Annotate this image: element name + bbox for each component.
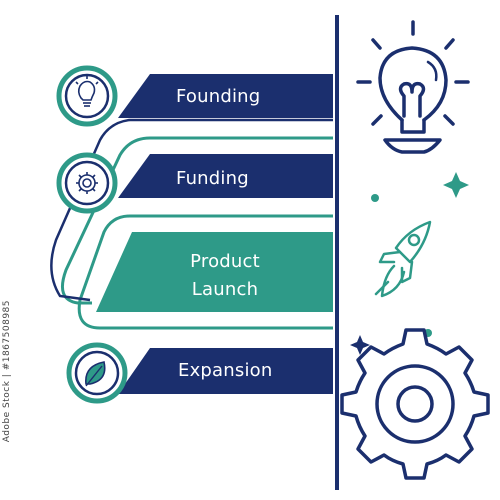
rocket-icon (374, 220, 432, 298)
dot (371, 194, 379, 202)
leaf-icon (85, 361, 106, 387)
funding-bar (118, 154, 333, 198)
sparkle-icon (443, 172, 469, 198)
lightbulb-icon (356, 20, 470, 154)
founding-label: Founding (176, 86, 261, 107)
stock-id: Adobe Stock | #1867508985 (2, 300, 12, 443)
gear-icon (76, 172, 98, 194)
sparkle-icon (350, 335, 370, 355)
founding-bar (118, 74, 333, 118)
expansion-label: Expansion (178, 360, 273, 381)
large-gear-icon (340, 328, 490, 480)
product-launch-line1: Product (190, 251, 260, 272)
launch-outline (77, 214, 333, 330)
product-launch-bar (96, 232, 333, 312)
bulb-icon (75, 76, 99, 107)
product-launch-label: Product Launch (170, 248, 280, 304)
expansion-bar (118, 348, 333, 394)
product-launch-line2: Launch (191, 279, 259, 300)
funding-circle (56, 152, 118, 214)
funding-label: Funding (176, 168, 249, 189)
founding-circle (56, 65, 118, 127)
